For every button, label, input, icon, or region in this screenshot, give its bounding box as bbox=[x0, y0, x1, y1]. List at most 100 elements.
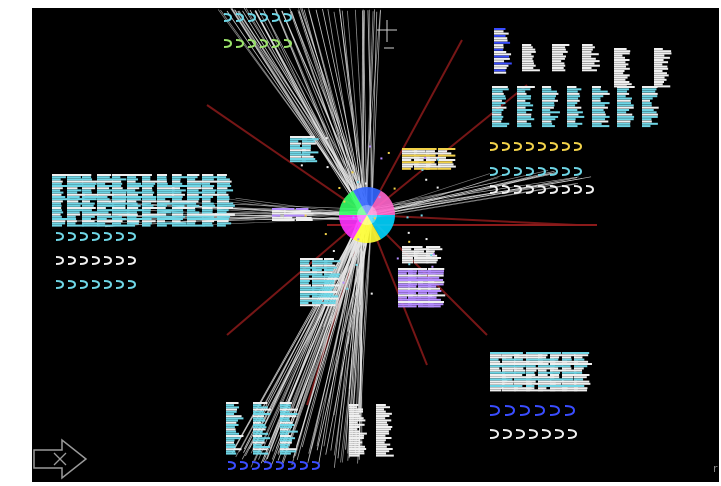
label-glyph bbox=[642, 118, 652, 121]
label-glyph bbox=[642, 97, 653, 100]
label-glyph bbox=[280, 404, 291, 407]
label-glyph bbox=[408, 276, 418, 279]
label-glyph bbox=[187, 218, 204, 220]
label-glyph bbox=[614, 67, 630, 70]
label-glyph bbox=[567, 118, 576, 121]
label-glyph bbox=[67, 204, 81, 207]
label-glyph bbox=[538, 387, 547, 390]
label-glyph bbox=[127, 211, 137, 214]
hook-glyph bbox=[489, 185, 499, 194]
label-glyph bbox=[426, 257, 442, 259]
label-glyph bbox=[290, 155, 302, 158]
label-glyph bbox=[312, 260, 328, 263]
label-glyph bbox=[187, 213, 203, 216]
label-glyph bbox=[490, 360, 501, 363]
label-glyph bbox=[502, 363, 518, 365]
hook-glyph bbox=[549, 405, 561, 416]
label-glyph bbox=[522, 69, 540, 72]
label-glyph bbox=[142, 187, 153, 190]
label-glyph bbox=[302, 142, 316, 145]
label-glyph bbox=[426, 248, 443, 251]
label-glyph bbox=[582, 44, 593, 46]
label-glyph bbox=[52, 213, 61, 216]
label-glyph bbox=[112, 211, 128, 214]
label-glyph bbox=[592, 120, 609, 123]
network-graph[interactable] bbox=[32, 8, 719, 482]
label-glyph bbox=[253, 415, 265, 418]
label-glyph bbox=[52, 207, 62, 209]
hook-glyph bbox=[263, 461, 273, 470]
label-glyph bbox=[617, 109, 630, 111]
label-glyph bbox=[300, 280, 310, 282]
label-glyph bbox=[418, 270, 432, 273]
label-glyph bbox=[202, 211, 213, 214]
label-glyph bbox=[112, 198, 127, 201]
label-glyph bbox=[202, 178, 214, 181]
label-glyph bbox=[538, 363, 549, 365]
label-glyph bbox=[502, 378, 513, 381]
hook-glyph bbox=[528, 429, 539, 439]
arrow-right-icon[interactable] bbox=[32, 436, 92, 482]
label-glyph bbox=[300, 291, 317, 293]
center-cluster-d bbox=[402, 246, 443, 264]
label-glyph bbox=[142, 193, 153, 196]
label-glyph bbox=[414, 259, 427, 262]
label-glyph bbox=[67, 178, 83, 181]
label-glyph bbox=[52, 178, 61, 181]
label-glyph bbox=[418, 290, 432, 292]
label-glyph bbox=[567, 111, 583, 114]
label-glyph bbox=[426, 161, 435, 164]
label-glyph bbox=[654, 74, 669, 77]
label-glyph bbox=[172, 224, 188, 227]
label-glyph bbox=[112, 180, 122, 183]
label-glyph bbox=[284, 219, 295, 221]
label-glyph bbox=[426, 154, 436, 157]
label-glyph bbox=[82, 220, 95, 223]
label-glyph bbox=[300, 302, 309, 304]
label-glyph bbox=[97, 213, 112, 216]
label-glyph bbox=[253, 450, 262, 453]
label-glyph bbox=[280, 408, 298, 411]
label-glyph bbox=[290, 147, 303, 149]
label-glyph bbox=[376, 437, 392, 439]
label-glyph bbox=[172, 189, 186, 192]
label-glyph bbox=[280, 415, 297, 418]
label-glyph bbox=[398, 276, 416, 279]
label-glyph bbox=[502, 356, 513, 359]
label-glyph bbox=[52, 204, 62, 207]
hook-glyph bbox=[489, 167, 499, 176]
label-glyph bbox=[82, 224, 100, 227]
label-glyph bbox=[514, 385, 523, 387]
label-glyph bbox=[376, 454, 394, 457]
label-glyph bbox=[324, 260, 341, 263]
label-glyph bbox=[349, 441, 363, 444]
label-glyph bbox=[202, 209, 213, 212]
label-glyph bbox=[550, 378, 563, 381]
label-glyph bbox=[490, 352, 507, 354]
label-glyph bbox=[418, 279, 430, 281]
graph-viewport[interactable] bbox=[32, 8, 719, 482]
hook-glyph bbox=[501, 167, 511, 176]
label-glyph bbox=[582, 64, 600, 67]
graph-edge bbox=[238, 10, 369, 221]
graph-edge bbox=[237, 10, 372, 210]
label-glyph bbox=[280, 406, 291, 409]
label-glyph bbox=[617, 115, 635, 118]
label-glyph bbox=[494, 69, 506, 72]
label-glyph bbox=[97, 180, 113, 183]
label-glyph bbox=[67, 222, 76, 225]
label-glyph bbox=[514, 356, 528, 359]
label-glyph bbox=[157, 191, 173, 194]
label-glyph bbox=[82, 202, 95, 205]
label-glyph bbox=[52, 220, 66, 223]
label-glyph bbox=[402, 154, 416, 157]
node-point bbox=[346, 287, 349, 290]
label-glyph bbox=[202, 180, 220, 183]
label-glyph bbox=[514, 387, 532, 390]
hook-glyph bbox=[259, 39, 269, 48]
label-glyph bbox=[127, 224, 136, 227]
label-glyph bbox=[290, 149, 306, 152]
label-glyph bbox=[172, 200, 190, 203]
label-glyph bbox=[67, 220, 77, 223]
node-point bbox=[393, 187, 396, 190]
